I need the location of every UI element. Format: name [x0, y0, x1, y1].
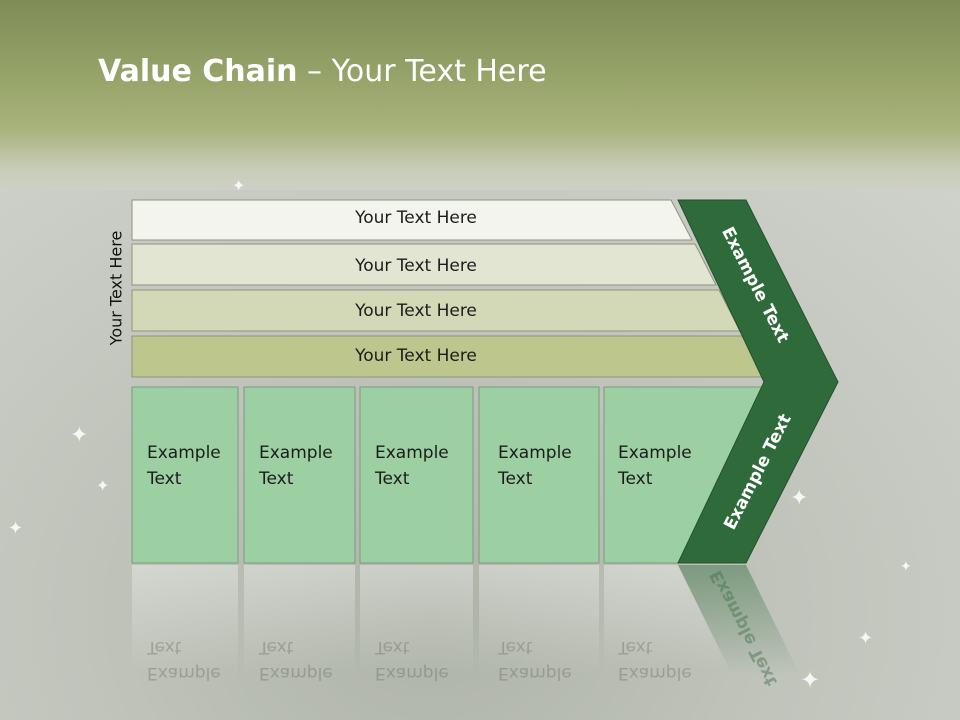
row-band	[131, 243, 717, 286]
row-label: Your Text Here	[355, 301, 477, 321]
cell-label-reflection: Example Text	[147, 634, 247, 686]
cell-label-line: Text	[618, 469, 653, 489]
cell-box	[131, 386, 239, 564]
sparkle-icon: ✦	[96, 476, 110, 495]
cell-label: Example Text	[259, 440, 359, 492]
cell-label: Example Text	[147, 440, 247, 492]
cell-label-reflection: Example Text	[618, 634, 718, 686]
row-band	[131, 199, 693, 241]
reflection	[360, 565, 473, 675]
cell-label-line: Example	[498, 443, 572, 463]
reflection	[678, 565, 800, 675]
row-label: Your Text Here	[355, 346, 477, 366]
cell-label-line: Text	[498, 469, 533, 489]
reflection	[132, 565, 238, 675]
sparkle-icon: ✦	[8, 518, 24, 539]
cell-label-line: Example	[618, 663, 692, 683]
cell-label-line: Example	[259, 663, 333, 683]
page-title: Value Chain – Your Text Here	[98, 54, 547, 89]
reflection	[604, 565, 730, 670]
cell-label-line: Text	[618, 637, 653, 657]
cell-label-line: Text	[147, 469, 182, 489]
header-band	[0, 0, 960, 200]
sparkle-icon: ✦	[70, 423, 89, 448]
cell-box	[359, 386, 474, 564]
sparkle-icon: ✦	[790, 486, 809, 511]
reflection	[244, 565, 355, 675]
cell-label-reflection: Example Text	[498, 634, 598, 686]
sparkle-icon: ✦	[800, 666, 821, 694]
title-rest: – Your Text Here	[297, 54, 547, 89]
cell-box	[478, 386, 600, 564]
cell-label-line: Example	[618, 443, 692, 463]
sparkle-icon: ✦	[858, 628, 874, 649]
sparkle-icon: ✦	[900, 559, 912, 575]
cell-label: Example Text	[618, 440, 718, 492]
cell-label-line: Example	[147, 443, 221, 463]
cell-label-reflection: Example Text	[375, 634, 475, 686]
cell-label-line: Text	[498, 637, 533, 657]
title-bold: Value Chain	[98, 54, 298, 89]
cell-label-line: Text	[375, 469, 410, 489]
reflection	[479, 565, 599, 675]
cell-label-line: Example	[375, 443, 449, 463]
chevron-shape	[677, 199, 839, 564]
cell-label: Example Text	[375, 440, 475, 492]
cell-label-line: Example	[498, 663, 572, 683]
cell-label-line: Example	[259, 443, 333, 463]
row-label: Your Text Here	[355, 208, 477, 228]
cell-label-line: Text	[375, 637, 410, 657]
row-label: Your Text Here	[355, 256, 477, 276]
cell-label-line: Text	[259, 637, 294, 657]
cell-label-line: Text	[147, 637, 182, 657]
cell-label-line: Example	[147, 663, 221, 683]
sparkle-icon: ✦	[232, 176, 246, 195]
cell-label: Example Text	[498, 440, 598, 492]
cell-label-line: Text	[259, 469, 294, 489]
cell-box	[243, 386, 356, 564]
cell-label-reflection: Example Text	[259, 634, 359, 686]
cell-label-line: Example	[375, 663, 449, 683]
